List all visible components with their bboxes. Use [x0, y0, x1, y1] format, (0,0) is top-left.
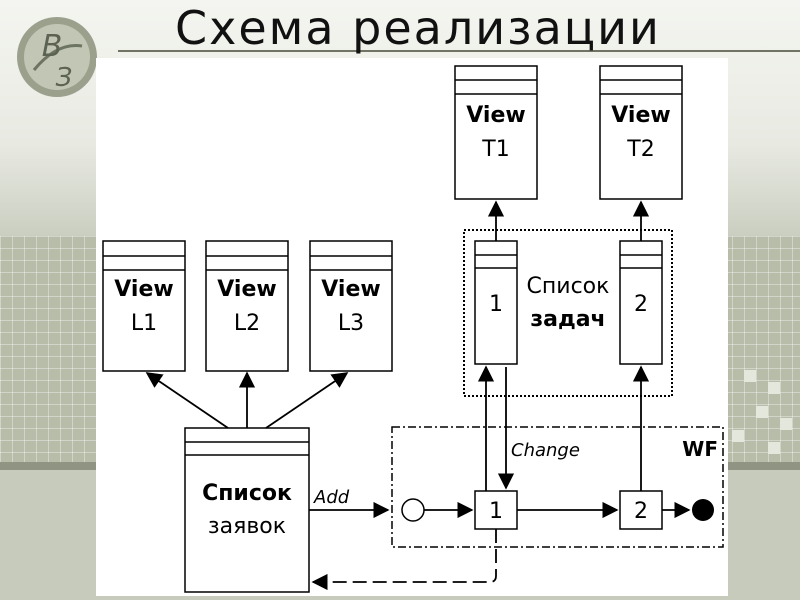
add-label: Add — [313, 487, 350, 508]
workflow-step-1-label: 1 — [489, 499, 503, 524]
view-t2: View T2 — [599, 65, 683, 200]
arrow-request-to-view-l1 — [145, 372, 229, 429]
view-t2-label: T2 — [626, 137, 654, 162]
task-list-subtitle: задач — [530, 307, 605, 332]
view-l1-label: L1 — [131, 311, 157, 336]
change-label: Change — [511, 440, 580, 461]
logo-letter-top: В — [42, 29, 63, 64]
view-l1-title: View — [114, 277, 173, 302]
request-list: Список заявок — [184, 427, 310, 593]
logo-letter-bottom: З — [56, 63, 73, 93]
workflow-step-2-box — [619, 490, 663, 530]
slide-title: Схема реализации — [175, 1, 661, 55]
diagram: WF View T1 View T2 View L1 View L2 — [102, 65, 724, 593]
view-l3: View L3 — [309, 240, 393, 372]
view-l2-label: L2 — [234, 311, 260, 336]
task-list-frame — [463, 229, 673, 397]
view-l3-label: L3 — [338, 311, 364, 336]
view-t2-box — [599, 65, 683, 200]
arrow-step1-return-to-request-list — [311, 529, 497, 591]
workflow-frame — [391, 426, 724, 548]
view-l2-box — [205, 240, 289, 372]
task-item-1-box — [474, 240, 518, 365]
background-squares — [728, 360, 800, 460]
task-item-1-label: 1 — [489, 292, 503, 317]
task-item-2: 2 — [619, 240, 663, 365]
task-item-2-label: 2 — [634, 292, 648, 317]
workflow-step-2-label: 2 — [634, 499, 648, 524]
view-t1: View T1 — [454, 65, 538, 200]
logo-swoosh — [32, 44, 83, 71]
view-t1-title: View — [466, 103, 525, 128]
workflow-end-node — [692, 499, 714, 521]
title-rule — [118, 50, 800, 52]
workflow-label: WF — [682, 437, 718, 461]
workflow-start-node — [401, 498, 425, 522]
task-list-title: Список — [527, 274, 610, 299]
request-list-subtitle: заявок — [208, 514, 286, 539]
view-t1-box — [454, 65, 538, 200]
view-l1: View L1 — [102, 240, 186, 372]
task-item-1: 1 — [474, 240, 518, 365]
request-list-box — [184, 427, 310, 593]
view-l1-box — [102, 240, 186, 372]
view-l3-box — [309, 240, 393, 372]
request-list-title: Список — [202, 481, 292, 506]
diagram-canvas: WF View T1 View T2 View L1 View L2 — [96, 58, 728, 596]
arrow-request-to-view-l3 — [265, 372, 349, 429]
view-l2-title: View — [217, 277, 276, 302]
view-l3-title: View — [321, 277, 380, 302]
view-l2: View L2 — [205, 240, 289, 372]
logo: В З — [17, 17, 97, 97]
view-t1-label: T1 — [481, 137, 509, 162]
view-t2-title: View — [611, 103, 670, 128]
logo-inner-disc — [24, 24, 90, 90]
